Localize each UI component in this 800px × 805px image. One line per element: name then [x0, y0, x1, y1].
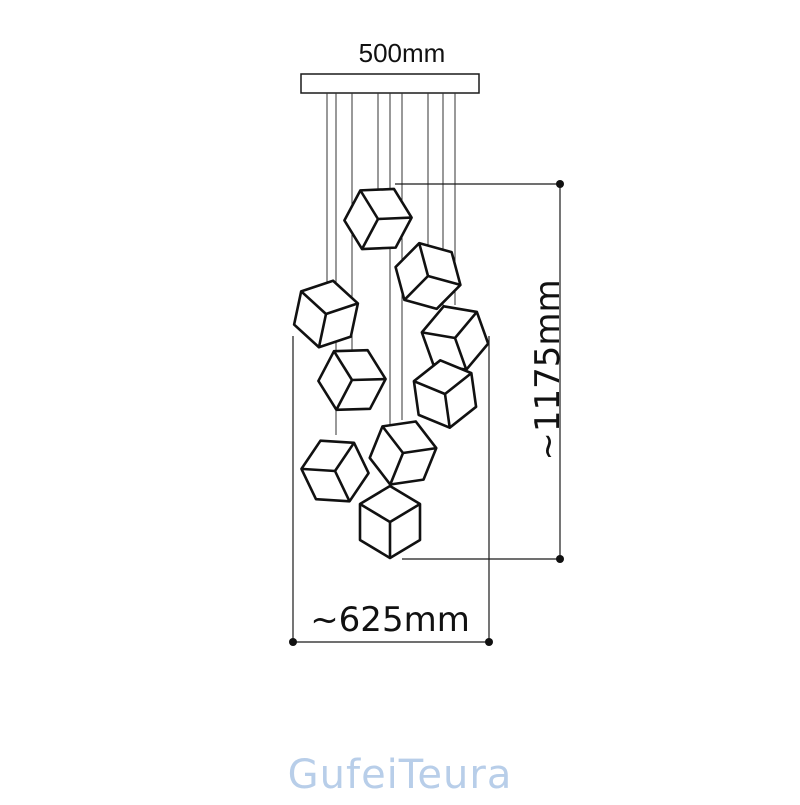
cube-pendant [343, 187, 413, 251]
height-dimension [395, 180, 564, 563]
canopy-width-label: 500mm [358, 38, 446, 68]
total-height-label: ~1175mm [528, 279, 568, 461]
cube-pendant [317, 348, 387, 412]
width-dimension [289, 336, 493, 646]
cube-pendant [420, 305, 490, 371]
ceiling-canopy [300, 73, 480, 94]
height-endpoint-bottom [556, 555, 564, 563]
overall-width-label: ~625mm [310, 600, 470, 640]
height-endpoint-top [556, 180, 564, 188]
width-endpoint-left [289, 638, 297, 646]
cube-pendant [412, 359, 478, 429]
width-endpoint-right [485, 638, 493, 646]
cube-pendants [292, 187, 490, 560]
cube-pendant [358, 484, 422, 560]
cube-pendant [300, 439, 370, 503]
cube-pendant [368, 420, 438, 486]
brand-watermark: GufeiTeura [287, 752, 513, 798]
cube-pendant [394, 241, 462, 311]
cube-pendant [292, 279, 360, 349]
